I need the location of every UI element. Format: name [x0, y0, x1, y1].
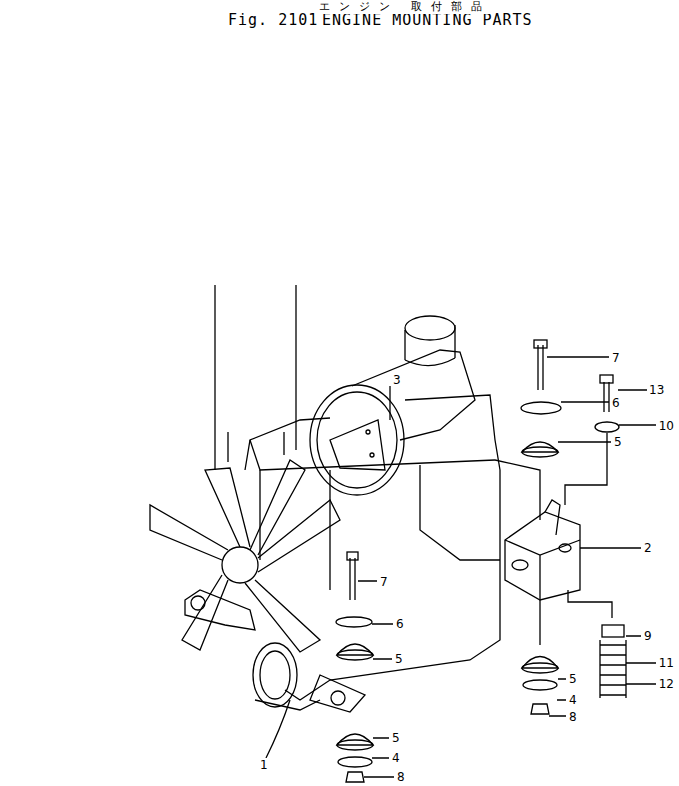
- callout-number: 6: [395, 617, 405, 631]
- callout-number: 12: [658, 677, 675, 691]
- callout-number: 6: [611, 396, 621, 410]
- figure-number: Fig. 2101: [228, 11, 318, 29]
- callout-number: 1: [259, 758, 269, 772]
- callout-number: 5: [613, 435, 623, 449]
- callout-number: 7: [611, 351, 621, 365]
- callout-number: 4: [391, 751, 401, 765]
- callout-number: 9: [643, 629, 653, 643]
- callout-number: 8: [568, 710, 578, 724]
- callout-number: 13: [648, 383, 665, 397]
- callout-number: 5: [568, 672, 578, 686]
- japanese-title: エンジン 取付部品: [318, 0, 493, 14]
- callout-number: 8: [396, 770, 406, 784]
- callout-number: 2: [643, 541, 653, 555]
- callout-number: 11: [658, 656, 675, 670]
- callout-number: 4: [568, 693, 578, 707]
- callout-number: 5: [394, 652, 404, 666]
- callout-number: 10: [658, 419, 675, 433]
- callout-number: 5: [391, 731, 401, 745]
- callout-number: 7: [379, 575, 389, 589]
- callout-number: 3: [392, 373, 402, 387]
